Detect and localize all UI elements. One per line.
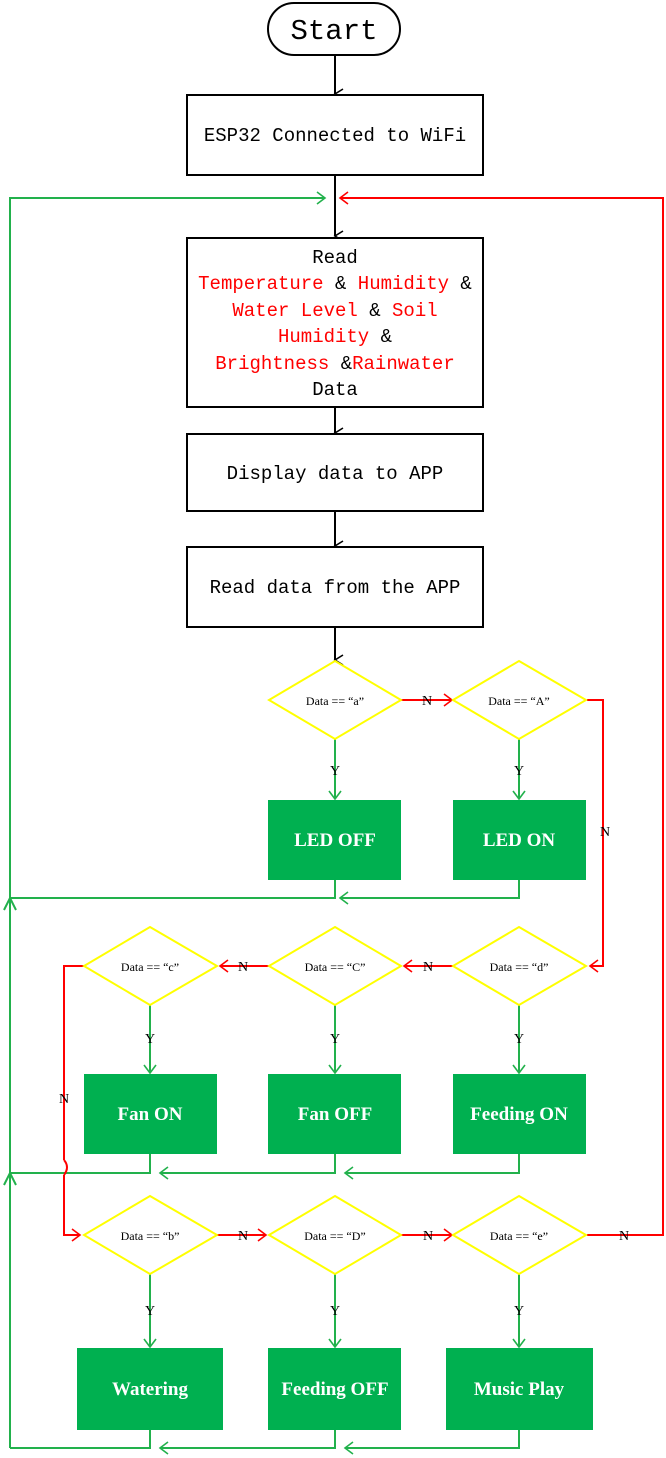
- label-yes: Y: [514, 1032, 524, 1047]
- read-line-4: Brightness &Rainwater: [215, 353, 454, 375]
- decision-a-lower: Data == “a”: [267, 659, 403, 741]
- decision-b-lower: Data == “b”: [82, 1194, 219, 1276]
- decision-d-lower: Data == “d”: [451, 925, 588, 1007]
- action-led-off: LED OFF: [268, 800, 401, 880]
- read-prefix: Read: [312, 247, 358, 269]
- wifi-connect-label: ESP32 Connected to WiFi: [204, 125, 466, 147]
- decision-d-lower-label: Data == “d”: [490, 960, 549, 974]
- decision-c-lower: Data == “c”: [82, 925, 219, 1007]
- decision-c-lower-label: Data == “c”: [121, 960, 179, 974]
- amp: &: [335, 273, 346, 295]
- label-yes: Y: [330, 1032, 340, 1047]
- action-music-play-label: Music Play: [474, 1379, 565, 1400]
- action-led-on-label: LED ON: [483, 830, 556, 851]
- decision-c-upper-label: Data == “C”: [305, 960, 366, 974]
- wifi-connect-box: ESP32 Connected to WiFi: [186, 94, 484, 176]
- sensor-temperature: Temperature: [198, 273, 323, 295]
- action-fan-off: Fan OFF: [268, 1074, 401, 1154]
- sensor-humidity: Humidity: [358, 273, 449, 295]
- red-flow-lines: [63, 191, 664, 1242]
- action-fan-on-label: Fan ON: [118, 1104, 183, 1125]
- read-sensors-box: Read Temperature & Humidity & Water Leve…: [186, 237, 484, 408]
- label-no: N: [423, 1229, 433, 1244]
- action-watering: Watering: [77, 1348, 223, 1430]
- decision-d-upper: Data == “D”: [267, 1194, 403, 1276]
- read-line-1: Temperature & Humidity &: [198, 273, 472, 295]
- decision-e-lower: Data == “e”: [451, 1194, 588, 1276]
- amp: &: [341, 353, 352, 375]
- action-feeding-off: Feeding OFF: [268, 1348, 401, 1430]
- action-fan-on: Fan ON: [84, 1074, 217, 1154]
- action-music-play: Music Play: [446, 1348, 593, 1430]
- display-data-box: Display data to APP: [186, 433, 484, 512]
- start-node: Start: [267, 2, 401, 56]
- label-yes: Y: [145, 1304, 155, 1319]
- label-no: N: [238, 1229, 248, 1244]
- label-no: N: [600, 825, 610, 840]
- label-no: N: [59, 1092, 69, 1107]
- read-app-label: Read data from the APP: [210, 577, 461, 599]
- action-led-on: LED ON: [453, 800, 586, 880]
- label-no: N: [422, 694, 432, 709]
- decision-a-upper: Data == “A”: [451, 659, 588, 741]
- label-yes: Y: [145, 1032, 155, 1047]
- read-line-2: Water Level & Soil: [232, 300, 437, 322]
- action-led-off-label: LED OFF: [294, 830, 376, 851]
- action-fan-off-label: Fan OFF: [298, 1104, 372, 1125]
- decision-b-lower-label: Data == “b”: [121, 1229, 180, 1243]
- read-suffix: Data: [312, 379, 358, 401]
- sensor-rainwater: Rainwater: [352, 353, 455, 375]
- action-watering-label: Watering: [112, 1379, 188, 1400]
- label-yes: Y: [330, 764, 340, 779]
- decision-a-lower-label: Data == “a”: [306, 694, 364, 708]
- amp: &: [381, 326, 392, 348]
- amp: &: [460, 273, 471, 295]
- action-feeding-off-label: Feeding OFF: [281, 1379, 388, 1400]
- action-feeding-on-label: Feeding ON: [470, 1104, 568, 1125]
- label-no: N: [238, 960, 248, 975]
- sensor-soil: Soil: [392, 300, 438, 322]
- label-yes: Y: [514, 1304, 524, 1319]
- amp: &: [369, 300, 380, 322]
- decision-e-lower-label: Data == “e”: [490, 1229, 548, 1243]
- label-yes: Y: [514, 764, 524, 779]
- label-no: N: [423, 960, 433, 975]
- sensor-brightness: Brightness: [215, 353, 329, 375]
- display-data-label: Display data to APP: [227, 463, 444, 485]
- label-no: N: [619, 1229, 629, 1244]
- decision-c-upper: Data == “C”: [267, 925, 403, 1007]
- sensor-soil-humidity: Humidity: [278, 326, 369, 348]
- decision-d-upper-label: Data == “D”: [304, 1229, 366, 1243]
- edge-labels: N Y Y N N N Y Y Y N N N N Y Y Y: [59, 694, 629, 1319]
- read-app-box: Read data from the APP: [186, 546, 484, 628]
- read-line-3: Humidity &: [278, 326, 392, 348]
- sensor-water-level: Water Level: [232, 300, 357, 322]
- label-yes: Y: [330, 1304, 340, 1319]
- action-feeding-on: Feeding ON: [453, 1074, 586, 1154]
- green-flow-lines: [3, 191, 526, 1455]
- start-label: Start: [290, 15, 377, 48]
- decision-a-upper-label: Data == “A”: [488, 694, 550, 708]
